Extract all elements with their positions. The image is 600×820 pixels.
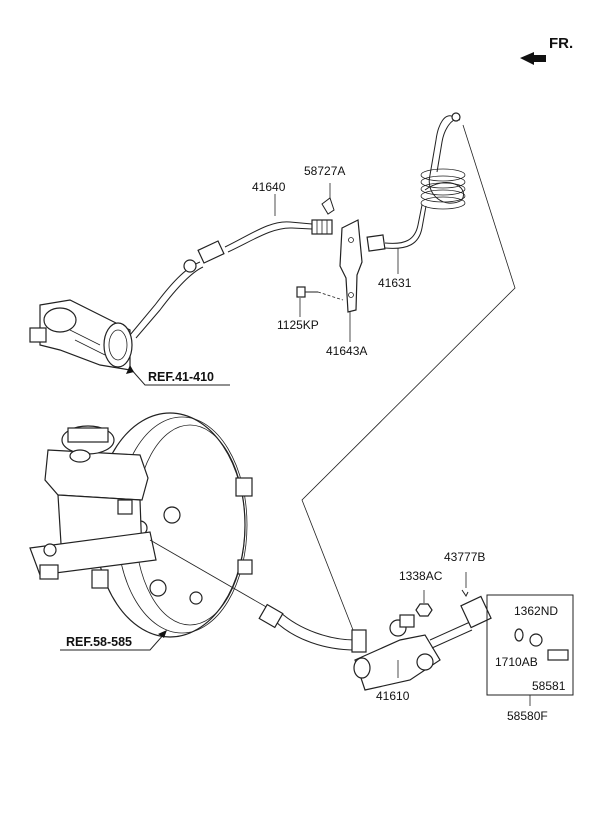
ref-58-585[interactable]: REF.58-585 <box>66 635 132 649</box>
label-41640: 41640 <box>252 180 286 194</box>
washer-1362ND <box>529 633 543 647</box>
bolt-1125KP <box>296 286 344 301</box>
nut-1338AC <box>415 590 433 617</box>
label-41643A: 41643A <box>326 344 367 358</box>
label-58727A: 58727A <box>304 164 345 178</box>
front-arrow-icon <box>520 52 546 65</box>
label-43777B: 43777B <box>444 550 485 564</box>
reservoir-hose <box>258 603 367 653</box>
leader-line-2 <box>149 539 276 613</box>
label-58581: 58581 <box>532 679 566 693</box>
clip-58727A <box>321 183 335 215</box>
ring-1710AB <box>514 628 524 642</box>
label-41610: 41610 <box>376 689 410 703</box>
hose-41640 <box>129 219 333 339</box>
pin-43777B <box>461 572 469 597</box>
clutch-actuator-assembly <box>29 299 133 371</box>
clutch-master-cylinder-41610 <box>353 595 492 691</box>
ref-arrow-58-585 <box>60 630 167 651</box>
label-1710AB: 1710AB <box>495 655 538 669</box>
front-direction-indicator: FR. <box>520 35 573 65</box>
coiled-pipe-41631 <box>366 112 466 252</box>
ref-41-410[interactable]: REF.41-410 <box>148 370 214 384</box>
label-41631: 41631 <box>378 276 412 290</box>
label-58580F: 58580F <box>507 709 548 723</box>
label-1338AC: 1338AC <box>399 569 443 583</box>
label-1362ND: 1362ND <box>514 604 558 618</box>
master-cylinder-reservoir <box>29 425 157 589</box>
pin-58581 <box>547 649 569 661</box>
bracket-41643A <box>339 219 363 313</box>
ref-arrow-41-410 <box>126 365 230 386</box>
front-label: FR. <box>549 35 573 52</box>
leader-line <box>301 124 516 636</box>
label-1125KP: 1125KP <box>277 318 319 332</box>
parts-group-58580F <box>486 594 574 706</box>
